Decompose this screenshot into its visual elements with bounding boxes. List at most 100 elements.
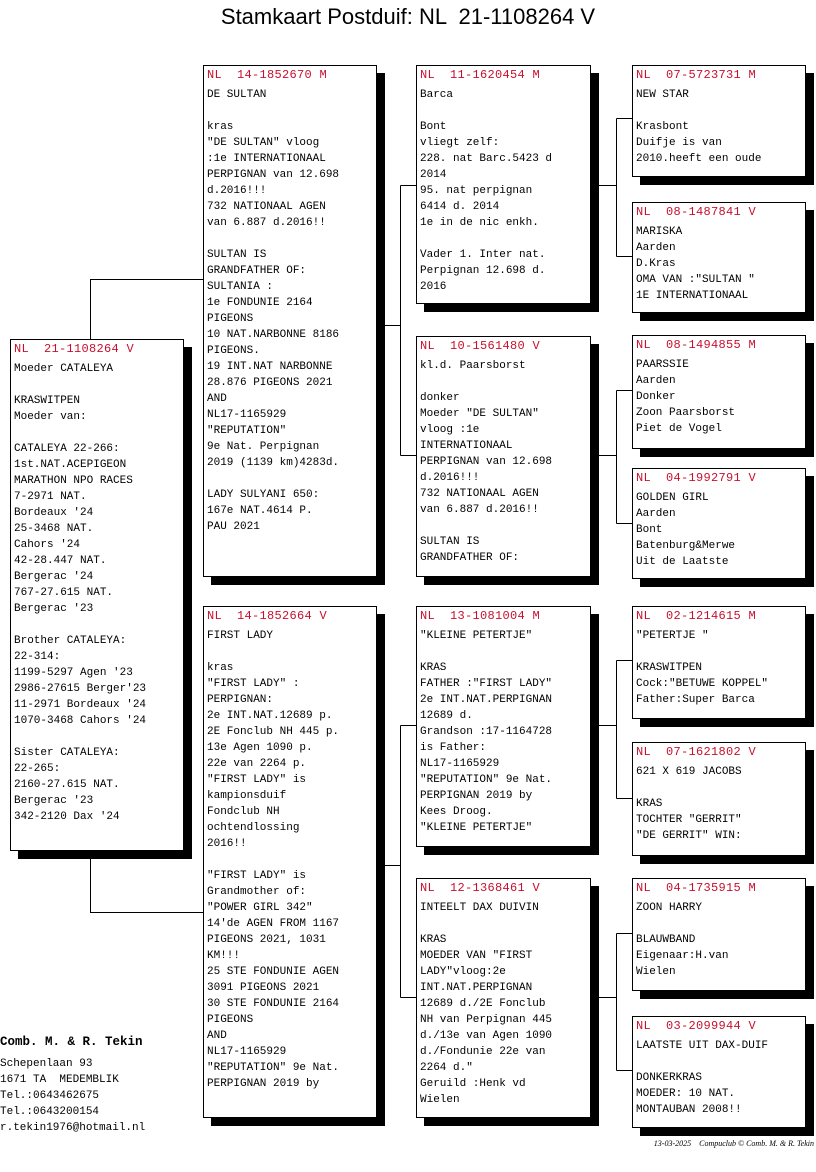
pigeon-note-line: NH van Perpignan 445: [420, 1014, 553, 1026]
pigeon-note-line: 25-3468 NAT.: [14, 523, 94, 535]
pigeon-note-line: PERPIGNAN:: [207, 694, 274, 706]
pigeon-note-line: 22e van 2264 p.: [207, 758, 307, 770]
footer-credit: 13-03-2025 Compuclub © Comb. M. & R. Tek…: [653, 1139, 814, 1148]
ring-number: NL 08-1494855 M: [636, 338, 757, 352]
pigeon-note-line: Aarden: [636, 508, 676, 520]
pigeon-note-line: [636, 103, 805, 119]
pigeon-note-line: KRAS: [636, 798, 663, 810]
pigeon-note-line: Uit de Laatste: [636, 556, 729, 568]
pigeon-note-line: 1199-5297 Agen '23: [14, 667, 133, 679]
owner-postcode-city: 1671 TA MEDEMBLIK: [0, 1074, 119, 1086]
pigeon-note-line: KM!!!: [207, 950, 241, 962]
owner-block: Comb. M. & R. Tekin Schepenlaan 93 1671 …: [0, 1032, 145, 1136]
owner-phone-2: Tel.:0643200154: [0, 1106, 100, 1118]
pigeon-note-line: [636, 1054, 805, 1070]
pigeon-note-line: 2986-27615 Berger'23: [14, 683, 147, 695]
connector-dd: [590, 933, 632, 1071]
pigeon-note-line: Cahors '24: [14, 539, 81, 551]
pigeon-note-line: 2016!!: [207, 838, 247, 850]
pigeon-note-line: KRASWITPEN: [636, 662, 703, 674]
pigeon-note-line: Bont: [636, 524, 663, 536]
pigeon-note-line: INTERNATIONAAL: [420, 440, 513, 452]
pigeon-note-line: d.2016!!!: [420, 472, 480, 484]
pigeon-note-line: D.Kras: [636, 258, 676, 270]
pigeon-name: PAARSSIE: [636, 359, 689, 371]
pigeon-note-line: 342-2120 Dax '24: [14, 811, 120, 823]
ring-number: NL 04-1735915 M: [636, 881, 757, 895]
pigeon-note-line: 3091 PIGEONS 2021: [207, 982, 320, 994]
pigeon-note-line: Grandmother of:: [207, 886, 307, 898]
pigeon-note-line: 6414 d. 2014: [420, 201, 500, 213]
pigeon-name: "KLEINE PETERTJE": [420, 630, 533, 642]
pigeon-note-line: Bont: [420, 121, 447, 133]
pigeon-note-line: "REPUTATION" 9e Nat.: [420, 774, 553, 786]
connector-ss: [590, 118, 632, 257]
pigeon-name: 621 X 619 JACOBS: [636, 766, 742, 778]
pigeon-name: FIRST LADY: [207, 630, 274, 642]
pigeon-note-line: 10 NAT.NARBONNE 8186: [207, 329, 340, 341]
pigeon-note-line: [14, 729, 183, 745]
pigeon-note-line: Grandson :17-1164728: [420, 726, 553, 738]
pigeon-note-line: [420, 374, 590, 390]
pigeon-note-line: 1st.NAT.ACEPIGEON: [14, 459, 127, 471]
pigeon-name: DE SULTAN: [207, 89, 267, 101]
pigeon-note-line: 7-2971 NAT.: [14, 491, 87, 503]
pigeon-note-line: NL17-1165929: [207, 1046, 287, 1058]
ring-number: NL 21-1108264 V: [14, 342, 135, 356]
pigeon-note-line: [636, 916, 805, 932]
pigeon-note-line: Bergerac '24: [14, 571, 94, 583]
pigeon-note-line: [14, 617, 183, 633]
pigeon-note-line: "REPUTATION" 9e Nat.: [207, 1062, 340, 1074]
pigeon-note-line: Batenburg&Merwe: [636, 540, 736, 552]
pigeon-note-line: SULTAN IS: [207, 249, 267, 261]
pigeon-note-line: kampionsduif: [207, 790, 287, 802]
pigeon-note-line: "FIRST LADY" is: [207, 870, 307, 882]
pigeon-note-line: Aarden: [636, 375, 676, 387]
pigeon-note-line: vliegt zelf:: [420, 137, 500, 149]
pigeon-name: GOLDEN GIRL: [636, 492, 709, 504]
pigeon-note-line: vloog :1e: [420, 424, 480, 436]
pigeon-name: MARISKA: [636, 226, 683, 238]
pigeon-note-line: 2014: [420, 169, 447, 181]
pigeon-note-line: van 6.887 d.2016!!: [420, 504, 539, 516]
pigeon-note-line: 1e FONDUNIE 2164: [207, 297, 313, 309]
pigeon-note-line: KRAS: [420, 662, 447, 674]
pigeon-note-line: 95. nat perpignan: [420, 185, 533, 197]
pigeon-note-line: d.2016!!!: [207, 185, 267, 197]
pigeon-note-line: Moeder "DE SULTAN": [420, 408, 539, 420]
pigeon-note-line: DONKERKRAS: [636, 1072, 703, 1084]
pigeon-note-line: PIGEONS.: [207, 345, 260, 357]
owner-name: Comb. M. & R. Tekin: [0, 1035, 143, 1049]
pigeon-note-line: 9e Nat. Perpignan: [207, 441, 320, 453]
pigeon-note-line: [420, 518, 590, 534]
pigeon-note-line: Aarden: [636, 242, 676, 254]
pigeon-note-line: "FIRST LADY" :: [207, 678, 300, 690]
pigeon-note-line: d./Fondunie 22e van: [420, 1046, 546, 1058]
pigeon-note-line: [420, 916, 590, 932]
pigeon-note-line: [207, 231, 376, 247]
pigeon-note-line: 1070-3468 Cahors '24: [14, 715, 147, 727]
pigeon-note-line: Bergerac '23: [14, 603, 94, 615]
pigeon-note-line: 2e INT.NAT.12689 p.: [207, 710, 333, 722]
connector-subject-dam: [90, 850, 203, 913]
pigeon-note-line: Fondclub NH: [207, 806, 280, 818]
pigeon-note-line: [636, 780, 805, 796]
pigeon-note-line: FATHER :"FIRST LADY": [420, 678, 553, 690]
connector-ds: [590, 660, 632, 799]
pigeon-note-line: kras: [207, 121, 234, 133]
pigeon-note-line: NL17-1165929: [207, 409, 287, 421]
pigeon-note-line: NL17-1165929: [420, 758, 500, 770]
pigeon-note-line: SULTAN IS: [420, 536, 480, 548]
pigeon-note-line: donker: [420, 392, 460, 404]
pigeon-note-line: Father:Super Barca: [636, 694, 755, 706]
pigeon-note-line: "FIRST LADY" is: [207, 774, 307, 786]
pigeon-note-line: Krasbont: [636, 121, 689, 133]
